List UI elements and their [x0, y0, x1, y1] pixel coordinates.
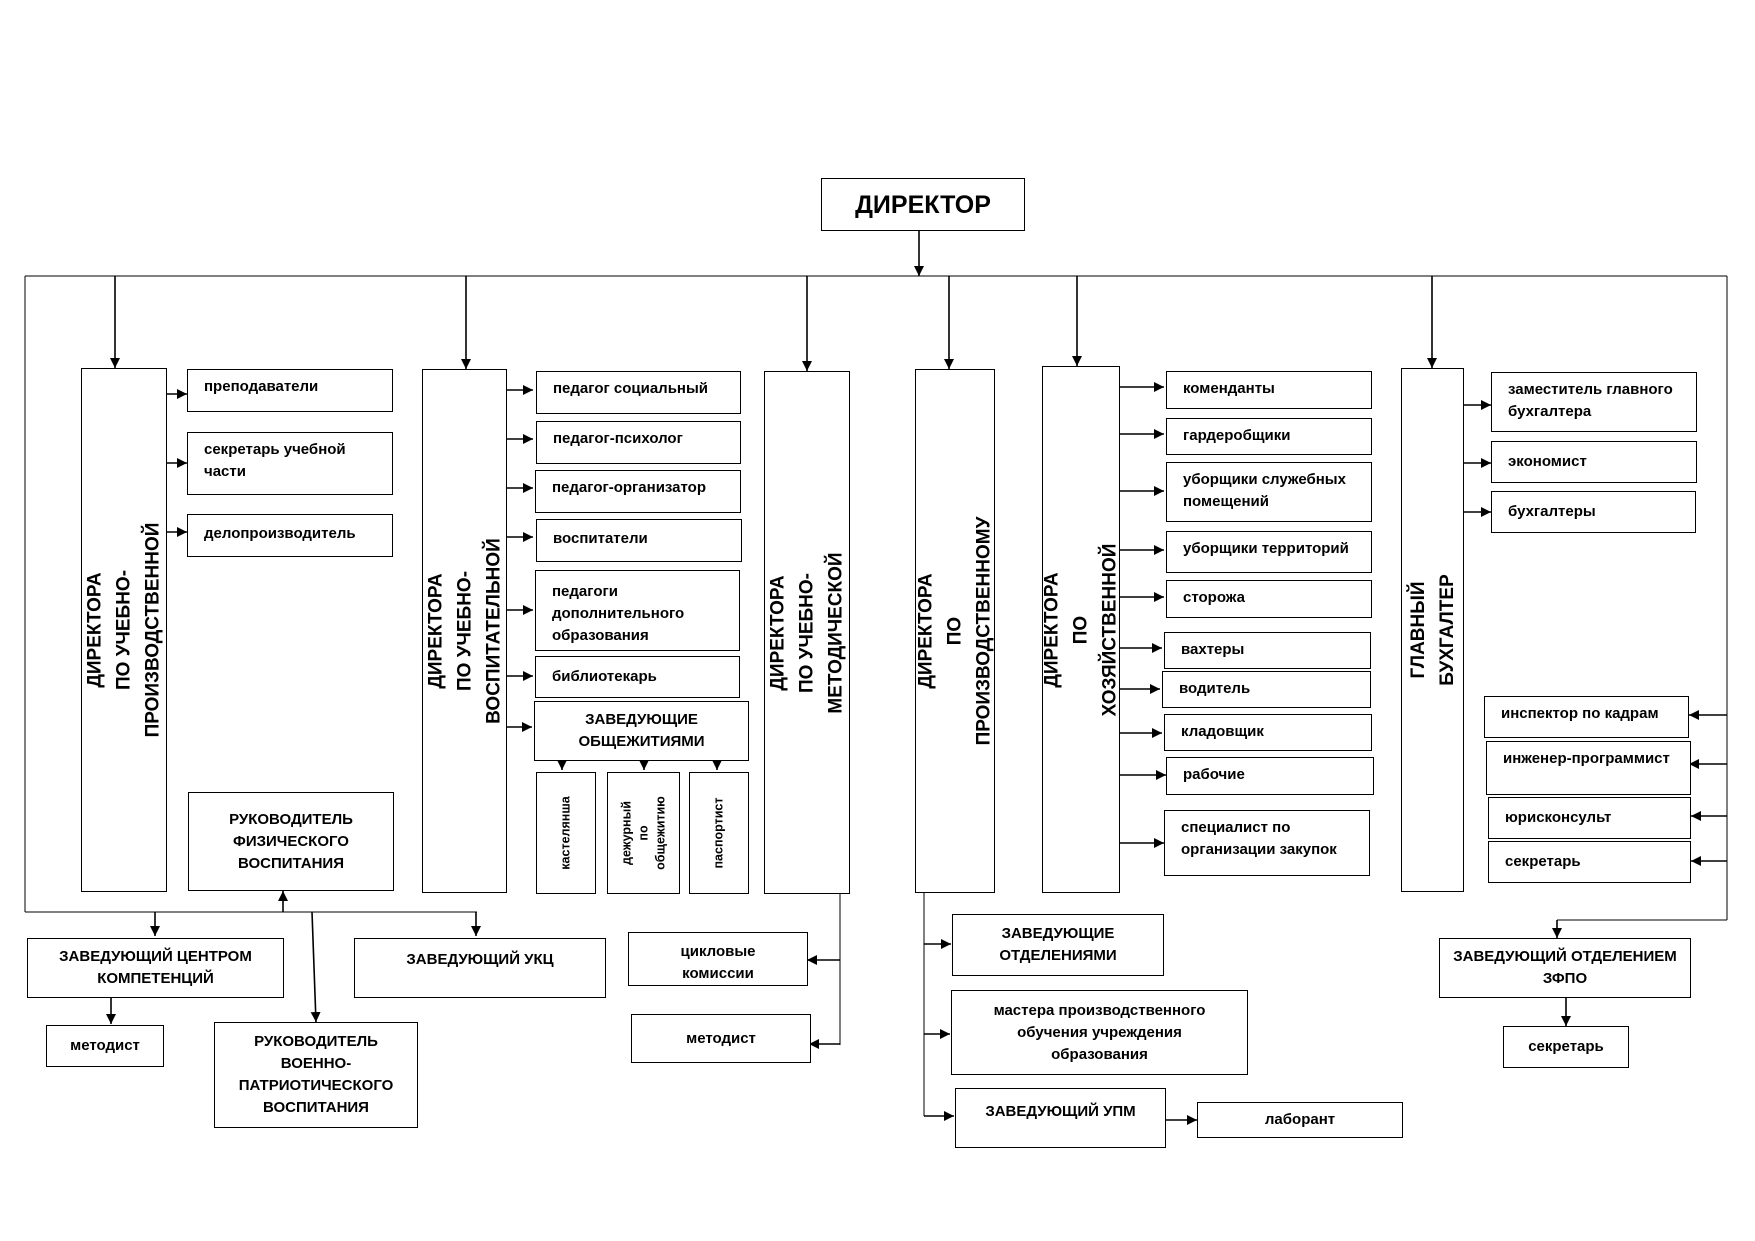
dorm-staff-linen-keeper-box: кастелянша — [536, 772, 596, 894]
competence-center-head-box: ЗАВЕДУЮЩИЙ ЦЕНТРОМ КОМПЕТЕНЦИЙ — [27, 938, 284, 998]
deputy-production-training-label: ЗАМЕСТИТЕЛЬ ДИРЕКТОРА ПО ПРОИЗВОДСТВЕННО… — [915, 516, 995, 746]
col6-item-accountants: бухгалтеры — [1491, 491, 1696, 533]
dorm-staff-duty-label: дежурный по общежитию — [619, 796, 667, 870]
col5-item-watchmen: вахтеры — [1164, 632, 1371, 669]
zfpo-secretary-box: секретарь — [1503, 1026, 1629, 1068]
department-heads-box: ЗАВЕДУЮЩИЕ ОТДЕЛЕНИЯМИ — [952, 914, 1164, 976]
deputy-household-work-box: ЗАМЕСТИТЕЛЬ ДИРЕКТОРА ПО ХОЗЯЙСТВЕННОЙ Р… — [1042, 366, 1120, 893]
col5-item-office-cleaners: уборщики служебных помещений — [1166, 462, 1372, 522]
legal-adviser-box: юрисконсульт — [1488, 797, 1691, 839]
col5-item-workers: рабочие — [1166, 757, 1374, 795]
col2-item-social-pedagogue: педагог социальный — [536, 371, 741, 414]
col2-item-educators: воспитатели — [536, 519, 742, 562]
col5-item-cloakroom: гардеробщики — [1166, 418, 1372, 455]
methodical-methodist-box: методист — [631, 1014, 811, 1063]
col1-item-teachers: преподаватели — [187, 369, 393, 412]
col6-item-economist: экономист — [1491, 441, 1697, 483]
col5-item-commandants: коменданты — [1166, 371, 1372, 409]
dorm-staff-passport-officer-label: паспортист — [711, 797, 726, 869]
deputy-educational-work-label: ЗАМЕСТИТЕЛЬ ДИРЕКТОРА ПО УЧЕБНО-ВОСПИТАТ… — [425, 538, 504, 724]
deputy-household-work-label: ЗАМЕСТИТЕЛЬ ДИРЕКТОРА ПО ХОЗЯЙСТВЕННОЙ Р… — [1042, 543, 1120, 716]
dormitories-head-box: ЗАВЕДУЮЩИЕ ОБЩЕЖИТИЯМИ — [534, 701, 749, 761]
deputy-educational-work-box: ЗАМЕСТИТЕЛЬ ДИРЕКТОРА ПО УЧЕБНО-ВОСПИТАТ… — [422, 369, 507, 893]
col2-item-additional-education: педагоги дополнительного образования — [535, 570, 740, 651]
software-engineer-box: инженер-программист — [1486, 741, 1691, 795]
military-patriotic-head-box: РУКОВОДИТЕЛЬ ВОЕННО- ПАТРИОТИЧЕСКОГО ВОС… — [214, 1022, 418, 1128]
col5-item-guards: сторожа — [1166, 580, 1372, 618]
col5-item-procurement-specialist: специалист по организации закупок — [1164, 810, 1370, 876]
dorm-staff-passport-officer-box: паспортист — [689, 772, 749, 894]
ukc-head-box: ЗАВЕДУЮЩИЙ УКЦ — [354, 938, 606, 998]
col2-item-organizer: педагог-организатор — [535, 470, 741, 513]
training-masters-box: мастера производственного обучения учреж… — [951, 990, 1248, 1075]
col1-item-clerk: делопроизводитель — [187, 514, 393, 557]
hr-inspector-box: инспектор по кадрам — [1484, 696, 1689, 738]
col2-item-psychologist: педагог-психолог — [536, 421, 741, 464]
competence-methodist-box: методист — [46, 1025, 164, 1067]
secretary-box: секретарь — [1488, 841, 1691, 883]
dorm-staff-linen-keeper-label: кастелянша — [558, 796, 573, 870]
col5-item-territory-cleaners: уборщики территорий — [1166, 531, 1372, 573]
physical-education-head-box: РУКОВОДИТЕЛЬ ФИЗИЧЕСКОГО ВОСПИТАНИЯ — [188, 792, 394, 891]
col2-item-librarian: библиотекарь — [535, 656, 740, 698]
director-box: ДИРЕКТОР — [821, 178, 1025, 231]
deputy-production-training-box: ЗАМЕСТИТЕЛЬ ДИРЕКТОРА ПО ПРОИЗВОДСТВЕННО… — [915, 369, 995, 893]
deputy-methodical-work-box: ЗАМЕСТИТЕЛЬ ДИРЕКТОРА ПО УЧЕБНО-МЕТОДИЧЕ… — [764, 371, 850, 894]
upm-head-box: ЗАВЕДУЮЩИЙ УПМ — [955, 1088, 1166, 1148]
chief-accountant-label: ГЛАВНЫЙ БУХГАЛТЕР — [1407, 574, 1458, 686]
lab-assistant-box: лаборант — [1197, 1102, 1403, 1138]
deputy-methodical-work-label: ЗАМЕСТИТЕЛЬ ДИРЕКТОРА ПО УЧЕБНО-МЕТОДИЧЕ… — [767, 551, 847, 714]
col1-item-secretary: секретарь учебной части — [187, 432, 393, 495]
chief-accountant-box: ГЛАВНЫЙ БУХГАЛТЕР — [1401, 368, 1464, 892]
deputy-production-training-work-label: ЗАМЕСТИТЕЛЬ ДИРЕКТОРА ПО УЧЕБНО-ПРОИЗВОД… — [84, 522, 164, 738]
zfpo-head-box: ЗАВЕДУЮЩИЙ ОТДЕЛЕНИЕМ ЗФПО — [1439, 938, 1691, 998]
col6-item-deputy-chief-accountant: заместитель главного бухгалтера — [1491, 372, 1697, 432]
col5-item-storekeeper: кладовщик — [1164, 714, 1372, 751]
dorm-staff-duty-box: дежурный по общежитию — [607, 772, 680, 894]
col5-item-driver: водитель — [1162, 671, 1371, 708]
deputy-production-training-work-box: ЗАМЕСТИТЕЛЬ ДИРЕКТОРА ПО УЧЕБНО-ПРОИЗВОД… — [81, 368, 167, 892]
cycle-commissions-box: цикловые комиссии — [628, 932, 808, 986]
